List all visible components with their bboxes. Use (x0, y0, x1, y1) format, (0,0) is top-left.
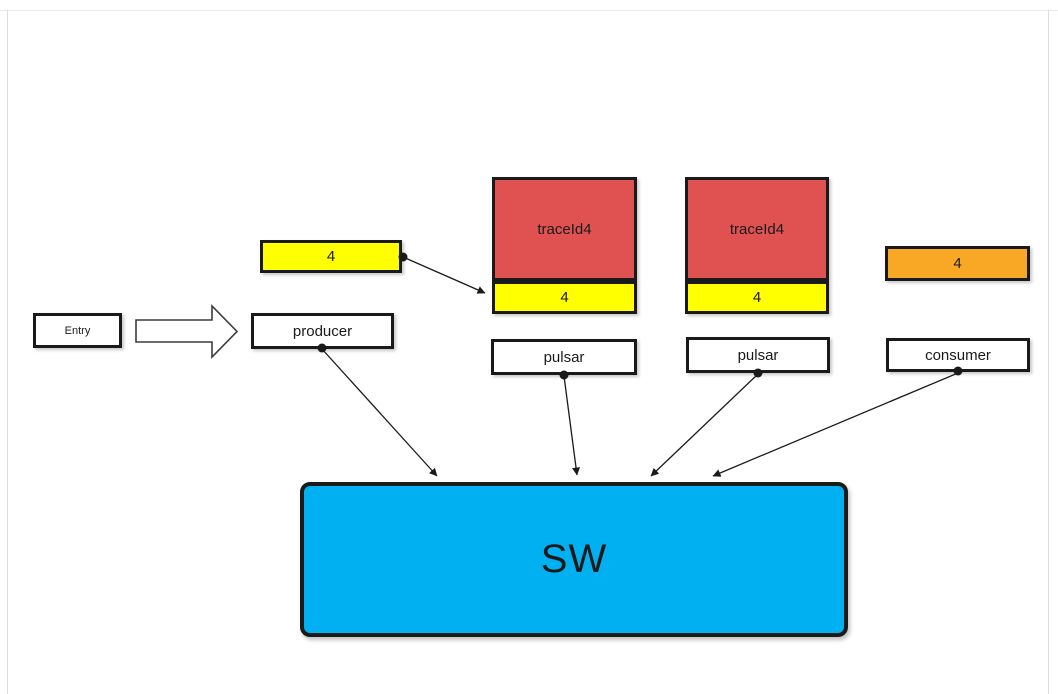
producer-node[interactable]: producer (251, 313, 394, 349)
canvas-border-left (7, 10, 8, 694)
sw-node[interactable]: SW (300, 482, 848, 637)
consumer-label: consumer (925, 346, 991, 364)
canvas-border-right (1048, 10, 1049, 694)
consumer-node[interactable]: consumer (886, 338, 1030, 372)
pulsar-right-label: pulsar (737, 346, 779, 364)
pulsar-left-node[interactable]: pulsar (491, 339, 637, 375)
connector-producer-to-sw (321, 348, 438, 477)
trace-right-node[interactable]: traceId4 (685, 177, 829, 281)
producer-label: producer (292, 322, 353, 340)
sw-label: SW (540, 537, 608, 581)
connector-pulsar-right-to-sw (650, 373, 759, 477)
trace-right-title-label: traceId4 (729, 220, 785, 238)
pulsar-right-node[interactable]: pulsar (686, 337, 830, 373)
block-arrow-shape (135, 304, 239, 359)
trace-left-title-label: traceId4 (537, 220, 592, 238)
entry-node[interactable]: Entry (33, 313, 122, 348)
trace-left-node[interactable]: traceId4 (492, 177, 637, 281)
producer-queue-label: 4 (326, 248, 336, 265)
canvas-border-top (0, 10, 1058, 11)
connector-queue-to-trace-left (402, 256, 486, 294)
trace-left-count-label: 4 (560, 289, 569, 306)
consumer-queue-label: 4 (953, 255, 962, 272)
producer-queue-node[interactable]: 4 (260, 240, 402, 273)
trace-right-count-node[interactable]: 4 (685, 281, 829, 314)
connector-pulsar-left-to-sw (563, 375, 580, 476)
entry-label: Entry (64, 324, 91, 337)
trace-right-count-label: 4 (752, 289, 762, 306)
trace-left-count-node[interactable]: 4 (492, 281, 637, 314)
consumer-queue-node[interactable]: 4 (885, 246, 1030, 281)
connector-consumer-to-sw (712, 372, 959, 477)
pulsar-left-label: pulsar (543, 348, 585, 366)
